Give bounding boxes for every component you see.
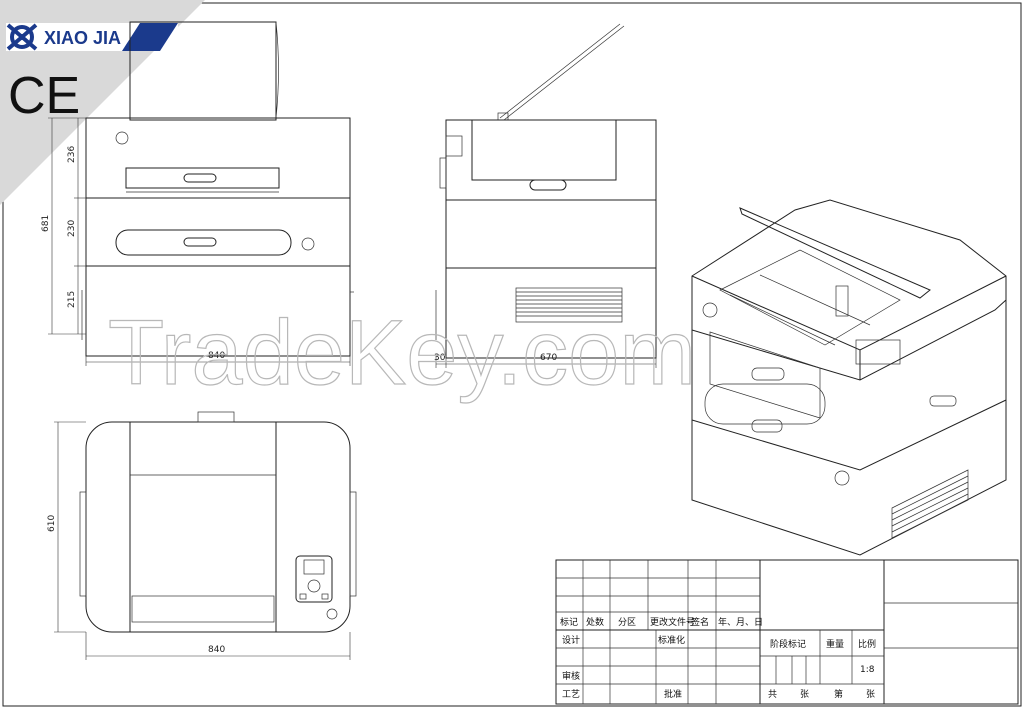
- vent-grille: [515, 287, 623, 323]
- brand-name: XIAO JIA: [44, 28, 121, 48]
- tb-approve: 批准: [664, 688, 682, 700]
- dim-mid-section: 230: [67, 220, 77, 237]
- tb-weight: 重量: [826, 638, 844, 650]
- tb-process: 工艺: [562, 689, 580, 700]
- tb-header-zone: 分区: [618, 617, 636, 628]
- tb-sheets-total-b: 张: [800, 689, 809, 700]
- brand-logo: [6, 23, 178, 51]
- front-dimensions: [48, 117, 351, 366]
- tb-standardize: 标准化: [658, 634, 685, 646]
- tb-header-date: 年、月、日: [718, 616, 763, 628]
- side-view: [435, 23, 657, 359]
- dim-top-view-width: 840: [208, 645, 225, 655]
- iso-vent-grille: [891, 469, 969, 539]
- title-block: [555, 559, 1019, 705]
- dim-side-depth: 670: [540, 353, 557, 363]
- tb-header-mark: 标记: [560, 616, 578, 628]
- tb-ratio-value: 1:8: [860, 665, 875, 675]
- dim-bottom-section: 215: [67, 291, 77, 308]
- watermark: TradeKey.com: [108, 302, 696, 404]
- dim-front-width: 840: [208, 351, 225, 361]
- tb-stage-mark: 阶段标记: [770, 638, 806, 650]
- front-view: [81, 21, 354, 357]
- top-view: [79, 411, 357, 633]
- tb-ratio-label: 比例: [858, 638, 876, 650]
- tb-sheets-total-a: 共: [768, 689, 777, 700]
- ce-mark: CE: [8, 67, 80, 125]
- tb-sheet-no-b: 张: [866, 689, 875, 700]
- tb-header-count: 处数: [586, 616, 604, 628]
- side-dimensions: [435, 356, 657, 368]
- isometric-view: [691, 199, 1007, 556]
- control-panel: [295, 555, 333, 603]
- tb-sheet-no-a: 第: [834, 688, 843, 700]
- tb-header-change-doc: 更改文件号: [650, 616, 695, 628]
- corner-banner: [0, 0, 205, 205]
- dim-top-section: 236: [67, 146, 77, 163]
- tb-header-signature: 签名: [691, 616, 709, 628]
- top-dimensions: [54, 421, 351, 660]
- dim-side-offset: 30: [434, 353, 446, 363]
- tb-design: 设计: [562, 634, 580, 646]
- tb-review: 审核: [562, 670, 580, 682]
- dim-top-view-depth: 610: [47, 515, 57, 532]
- dim-total-height: 681: [41, 215, 51, 232]
